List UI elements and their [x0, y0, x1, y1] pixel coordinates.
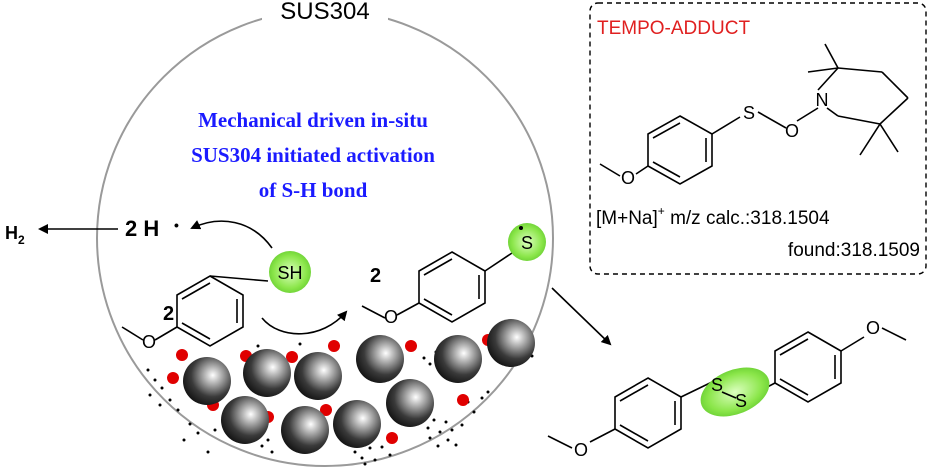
radical-coefficient: 2: [370, 265, 381, 287]
sh-label: SH: [277, 263, 302, 283]
s-radical-highlight: [508, 223, 546, 261]
disulfide-s-label-2: S: [735, 391, 747, 411]
disulfide-o-label-1: O: [574, 440, 588, 460]
disulfide-product: [547, 327, 907, 449]
arrow-activation: [261, 310, 348, 335]
ms-calc-line: [M+Na]+ m/z calc.:318.1504: [596, 204, 830, 229]
tempo-n-label: N: [816, 90, 829, 110]
h-radical-dot: •: [174, 217, 179, 233]
jar-label-mask: [262, 0, 388, 24]
caption-line-3: of S-H bond: [259, 178, 368, 202]
thiol-molecule: [121, 275, 269, 347]
thiol-coefficient: 2: [163, 303, 174, 325]
tempo-adduct-box: [589, 2, 927, 275]
thiyl-radical-molecule: [361, 251, 513, 323]
milling-balls: [183, 319, 535, 454]
tempo-methoxy-o-label: O: [621, 168, 635, 188]
arrow-coupling: [551, 287, 612, 346]
tempo-o-label: O: [785, 121, 799, 141]
ms-found-line: found:318.1509: [788, 240, 920, 261]
sh-highlight: [269, 251, 311, 293]
tempo-s-label: S: [743, 103, 755, 123]
tempo-adduct-structure: [599, 43, 909, 185]
caption-line-1: Mechanical driven in-situ: [198, 108, 428, 132]
radical-o-label: O: [384, 307, 398, 327]
h2-label: H2: [5, 223, 25, 247]
thiol-o-label: O: [142, 332, 156, 352]
disulfide-o-label-2: O: [866, 318, 880, 338]
jar-label: SUS304: [280, 0, 369, 25]
caption-line-2: SUS304 initiated activation: [191, 143, 435, 167]
ss-bond-highlight: [700, 367, 770, 417]
s-radical-dot: [519, 226, 523, 230]
two-h-radical: 2 H: [125, 216, 159, 241]
arrow-h-release: [190, 220, 273, 249]
tempo-adduct-title: TEMPO-ADDUCT: [597, 18, 750, 39]
ss-bond: [721, 391, 737, 399]
disulfide-s-label-1: S: [711, 375, 723, 395]
s-radical-label: S: [521, 233, 533, 253]
